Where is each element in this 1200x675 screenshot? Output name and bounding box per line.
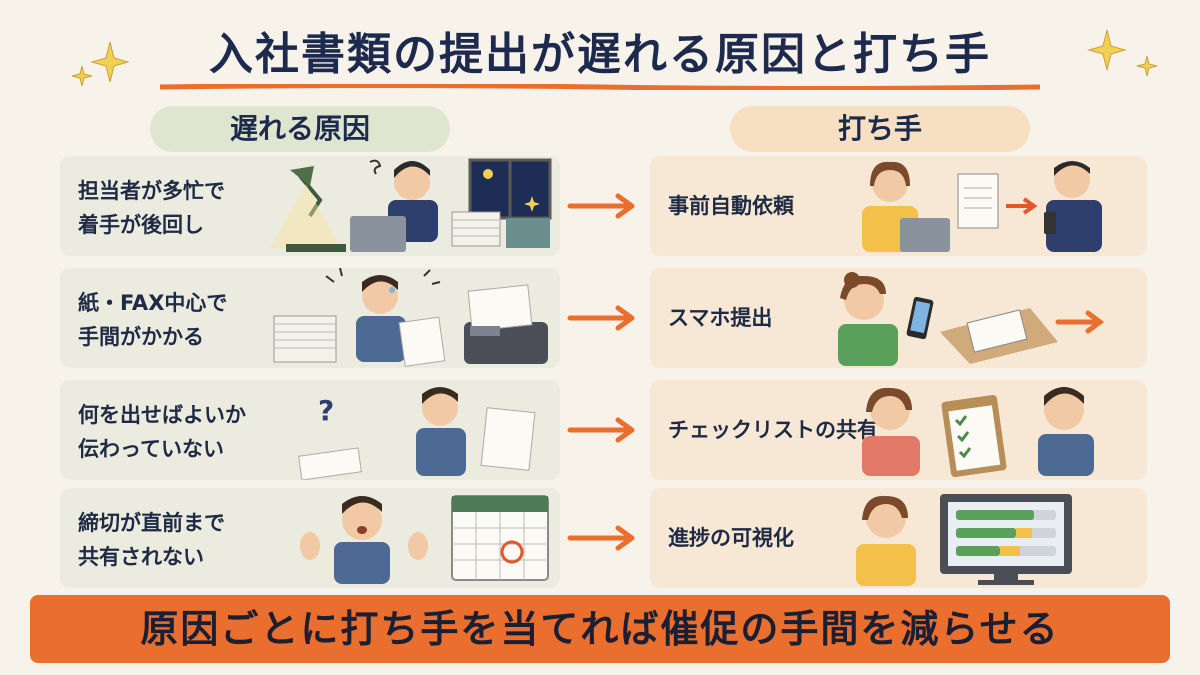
causes-header: 遅れる原因 [150, 106, 450, 152]
auto-request-illustration [862, 161, 1102, 252]
solution-text: 事前自動依頼 [668, 194, 794, 218]
arrow-right-icon [567, 525, 635, 551]
busy-worker-illustration [270, 158, 552, 252]
paper-fax-illustration [273, 268, 548, 367]
solution-card-checklist: チェックリストの共有 [650, 380, 1147, 480]
checklist-share-illustration [862, 387, 1094, 478]
cause-card-paper: 紙・FAX中心で 手間がかかる [60, 268, 560, 368]
solution-text: スマホ提出 [668, 306, 773, 330]
arrow-right-icon [567, 305, 635, 331]
title-underline [160, 84, 1040, 90]
confused-worker-illustration: ? [298, 387, 536, 480]
solution-card-auto-request: 事前自動依頼 [650, 156, 1147, 256]
page-title: 入社書類の提出が遅れる原因と打ち手 [209, 29, 991, 80]
cause-text: 何を出せばよいか 伝わっていない [78, 403, 246, 461]
solutions-header: 打ち手 [730, 106, 1030, 152]
cause-text: 締切が直前まで 共有されない [78, 511, 225, 569]
conclusion-banner: 原因ごとに打ち手を当てれば催促の手間を減らせる [30, 595, 1170, 663]
deadline-panic-illustration [300, 495, 549, 584]
cause-text: 担当者が多忙で 着手が後回し [78, 179, 225, 237]
solution-card-smartphone: スマホ提出 [650, 268, 1147, 368]
cause-card-unclear: 何を出せばよいか 伝わっていない ? [60, 380, 560, 480]
svg-text:?: ? [318, 394, 334, 427]
smartphone-submit-illustration [838, 272, 1105, 366]
cause-card-busy: 担当者が多忙で 着手が後回し [60, 156, 560, 256]
sparkle-icon [1087, 29, 1158, 77]
sparkle-icon [71, 41, 130, 87]
solution-text: チェックリストの共有 [668, 418, 878, 442]
progress-visualization-illustration [856, 494, 1072, 586]
arrow-right-icon [567, 193, 635, 219]
solution-text: 進捗の可視化 [668, 526, 794, 550]
cause-text: 紙・FAX中心で 手間がかかる [78, 291, 228, 349]
arrow-right-icon [567, 417, 635, 443]
solution-card-progress: 進捗の可視化 [650, 488, 1147, 588]
cause-card-deadline: 締切が直前まで 共有されない [60, 488, 560, 588]
